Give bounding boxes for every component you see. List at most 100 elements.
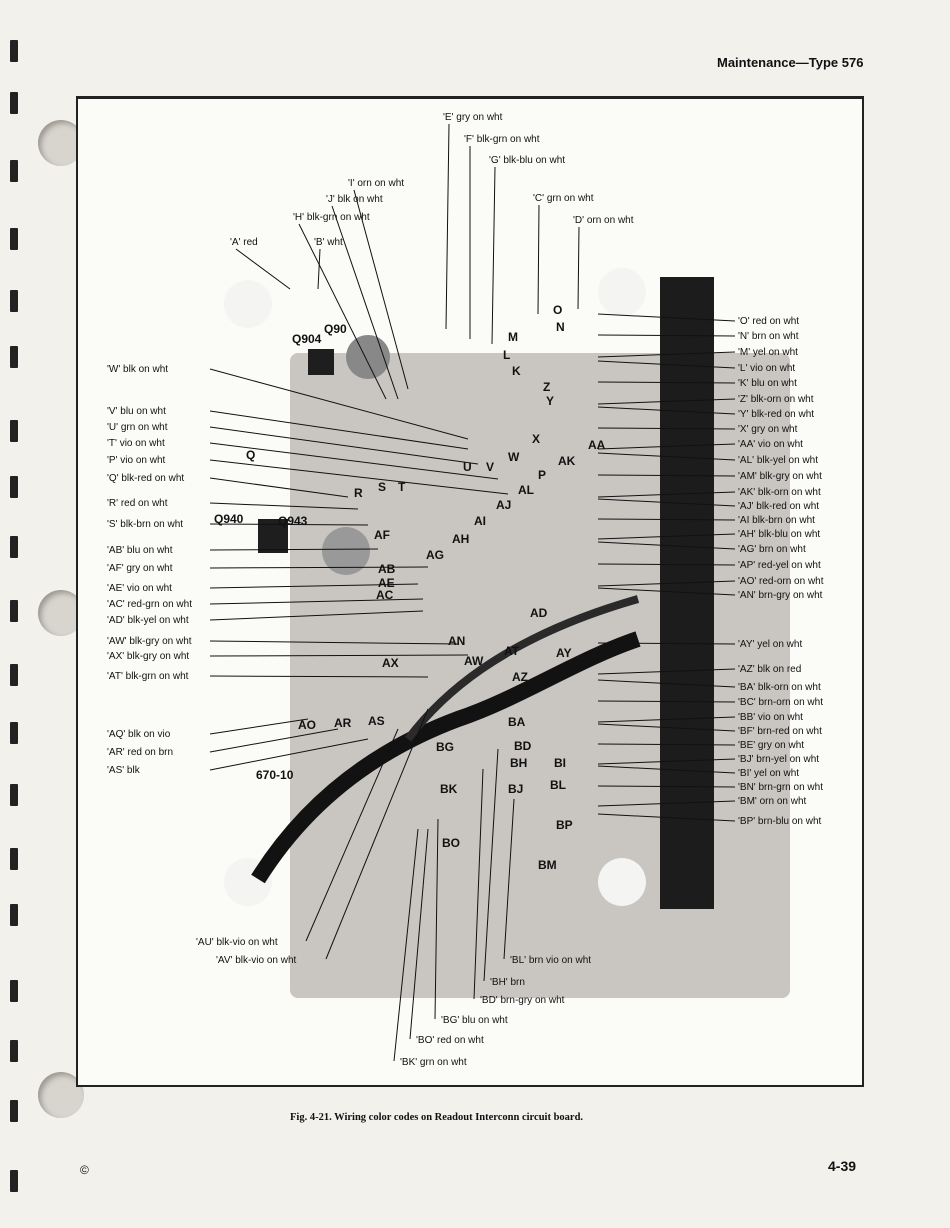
right-wire-label: 'AZ' blk on red (738, 664, 801, 675)
board-pin-label: AI (474, 514, 486, 528)
right-wire-label: 'AG' brn on wht (738, 544, 806, 555)
right-wire-label: 'AH' blk-blu on wht (738, 529, 820, 540)
right-leader-line (597, 716, 736, 723)
top-wire-label: 'I' orn on wht (348, 178, 404, 189)
bottom-leader-line (305, 728, 399, 942)
right-leader-line (597, 351, 736, 358)
board-pin-label: BP (556, 818, 573, 832)
top-leader-line (235, 248, 291, 290)
right-wire-label: 'K' blu on wht (738, 378, 797, 389)
right-wire-label: 'AY' yel on wht (738, 639, 802, 650)
right-leader-line (597, 334, 736, 337)
bottom-wire-label: 'BG' blu on wht (441, 1015, 508, 1026)
left-wire-label: 'AE' vio on wht (107, 583, 172, 594)
left-wire-label: 'AX' blk-gry on wht (107, 651, 189, 662)
left-leader-line (209, 502, 359, 510)
top-wire-label: 'D' orn on wht (573, 215, 634, 226)
bottom-wire-label: 'BH' brn (490, 977, 525, 988)
top-wire-label: 'G' blk-blu on wht (489, 155, 565, 166)
top-leader-line (317, 248, 321, 290)
right-leader-line (597, 452, 736, 461)
right-leader-line (597, 381, 736, 384)
board-pin-label: Z (543, 380, 550, 394)
right-leader-line (597, 580, 736, 587)
board-pin-label: AX (382, 656, 399, 670)
right-wire-label: 'Z' blk-orn on wht (738, 394, 814, 405)
top-leader-line (445, 123, 450, 330)
right-leader-line (597, 785, 736, 788)
left-wire-label: 'P' vio on wht (107, 455, 166, 466)
right-leader-line (597, 563, 736, 566)
bottom-wire-label: 'BL' brn vio on wht (510, 955, 591, 966)
left-wire-label: 'AQ' blk on vio (107, 729, 171, 740)
top-wire-label: 'C' grn on wht (533, 193, 594, 204)
board-pin-label: Q940 (214, 512, 244, 526)
left-wire-label: 'AW' blk-gry on wht (107, 636, 192, 647)
board-pin-label: AH (452, 532, 469, 546)
left-wire-label: 'S' blk-brn on wht (107, 519, 183, 530)
top-leader-line (353, 189, 409, 390)
right-wire-label: 'BM' orn on wht (738, 796, 807, 807)
board-pin-label: AB (378, 562, 396, 576)
right-leader-line (597, 427, 736, 430)
board-pin-label: BK (440, 782, 458, 796)
board-pin-label: AK (558, 454, 576, 468)
left-wire-label: 'Q' blk-red on wht (107, 473, 184, 484)
left-wire-label: 'W' blk on wht (107, 364, 168, 375)
right-leader-line (597, 518, 736, 521)
right-leader-line (597, 313, 736, 322)
left-wire-label: 'AC' red-grn on wht (107, 599, 192, 610)
right-leader-line (597, 800, 736, 807)
board-pin-label: N (556, 320, 565, 334)
leader-lines (209, 123, 736, 1062)
left-leader-line (209, 548, 379, 551)
right-leader-line (597, 679, 736, 688)
right-wire-label: 'AM' blk-gry on wht (738, 471, 822, 482)
bottom-wire-label: 'AU' blk-vio on wht (196, 937, 278, 948)
board-pin-label: S (378, 480, 386, 494)
right-wire-label: 'BE' gry on wht (738, 740, 804, 751)
right-leader-line (597, 491, 736, 498)
top-leader-line (577, 226, 580, 310)
right-leader-line (597, 541, 736, 550)
right-leader-line (597, 443, 736, 450)
board-details (224, 268, 714, 909)
board-pin-label: X (532, 432, 540, 446)
left-leader-line (209, 718, 309, 735)
left-wire-label: 'AD' blk-yel on wht (107, 615, 189, 626)
bottom-wire-label: 'BK' grn on wht (400, 1057, 467, 1068)
left-leader-line (209, 523, 369, 526)
top-wire-label: 'A' red (230, 237, 258, 248)
board-pin-label: AZ (512, 670, 528, 684)
board-pin-label: BM (538, 858, 557, 872)
bottom-leader-line (434, 818, 439, 1020)
left-leader-line (209, 675, 429, 678)
board-pin-label: AD (530, 606, 548, 620)
right-leader-line (597, 723, 736, 732)
board-pin-label: Q904 (292, 332, 322, 346)
left-leader-line (209, 640, 459, 645)
board-pin-label: AL (518, 483, 534, 497)
top-wire-label: 'B' wht (314, 237, 343, 248)
bottom-wire-label: 'BD' brn-gry on wht (480, 995, 565, 1006)
board-pin-label: AC (376, 588, 394, 602)
right-wire-label: 'BC' brn-orn on wht (738, 697, 823, 708)
bottom-leader-line (483, 748, 499, 982)
right-leader-line (597, 533, 736, 540)
right-leader-line (597, 813, 736, 822)
top-leader-line (491, 166, 496, 345)
left-leader-line (209, 610, 424, 621)
board-pin-label: BD (514, 739, 532, 753)
binding-edge (0, 0, 20, 1228)
board-pin-label: Q943 (278, 514, 308, 528)
left-leader-line (209, 728, 339, 753)
top-wire-label: 'E' gry on wht (443, 112, 503, 123)
board-pin-label: K (512, 364, 521, 378)
left-wire-label: 'R' red on wht (107, 498, 168, 509)
right-leader-line (597, 668, 736, 675)
right-leader-line (597, 498, 736, 507)
right-wire-label: 'BF' brn-red on wht (738, 726, 822, 737)
right-wire-label: 'AJ' blk-red on wht (738, 501, 819, 512)
top-leader-line (537, 204, 540, 315)
board-pin-label: BA (508, 715, 526, 729)
